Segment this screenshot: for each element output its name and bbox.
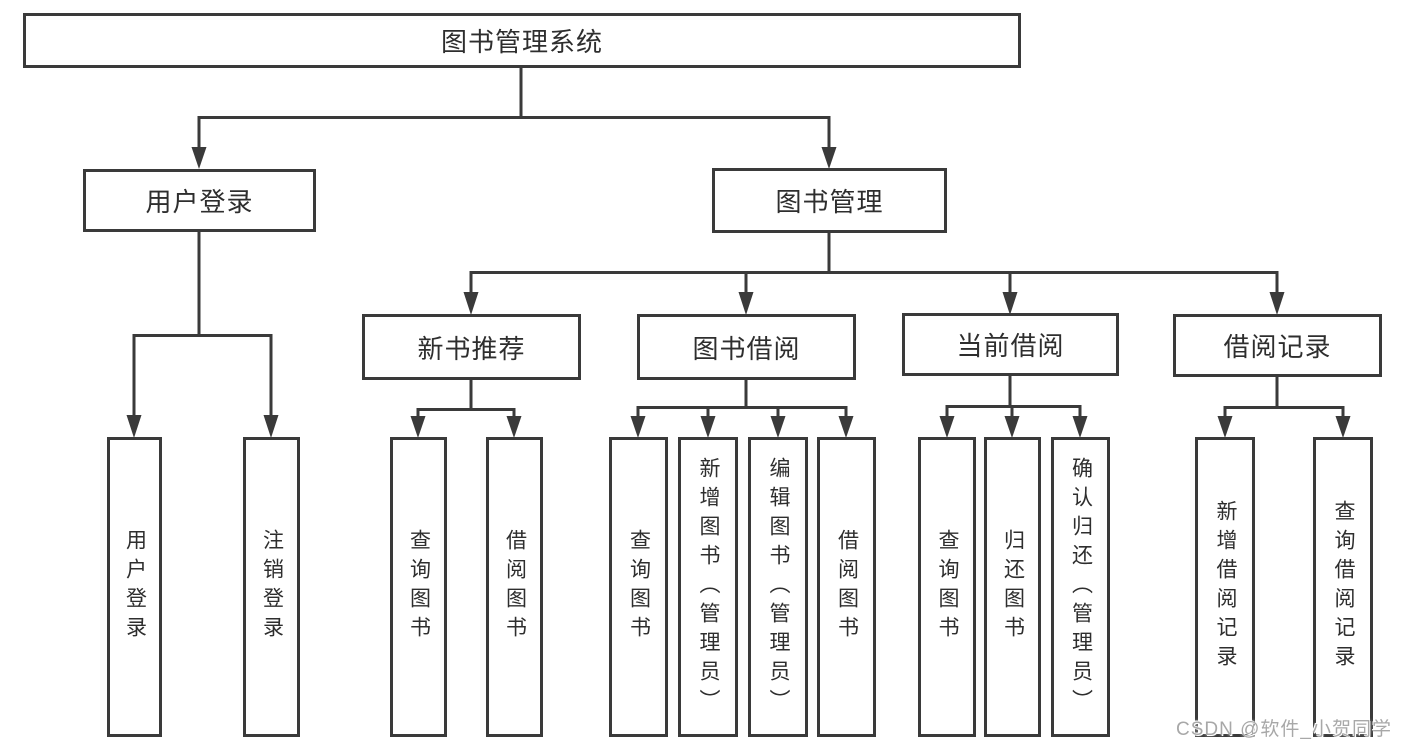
node-user-login: 用户登录 — [83, 169, 316, 232]
leaf-query-borrow-record: 查询借阅记录 — [1313, 437, 1373, 737]
leaf-query-books-recommend-label: 查询图书 — [407, 529, 431, 645]
leaf-query-books-current: 查询图书 — [918, 437, 976, 737]
node-book-management-label: 图书管理 — [775, 187, 884, 217]
leaf-query-borrow-record-label: 查询借阅记录 — [1332, 500, 1356, 674]
connector-root-to-level2 — [191, 68, 837, 169]
node-library-system: 图书管理系统 — [23, 13, 1021, 68]
connector-borrow-records-branch — [1217, 377, 1351, 438]
node-current-borrow-label: 当前借阅 — [956, 331, 1065, 361]
leaf-query-books-recommend: 查询图书 — [390, 437, 447, 737]
leaf-return-books: 归还图书 — [984, 437, 1041, 737]
leaf-edit-book-admin-label: 编辑图书（管理员） — [767, 456, 791, 718]
node-new-book-recommend-label: 新书推荐 — [417, 333, 526, 364]
leaf-logout: 注销登录 — [243, 437, 300, 737]
connector-user-login-branch — [126, 232, 279, 438]
csdn-watermark: CSDN @软件_小贺同学 — [1176, 719, 1392, 740]
leaf-borrow-books: 借阅图书 — [817, 437, 876, 737]
node-book-borrow-label: 图书借阅 — [692, 333, 801, 364]
connector-book-management-branch — [463, 233, 1285, 315]
connector-new-book-branch — [410, 380, 522, 438]
node-library-system-label: 图书管理系统 — [440, 27, 603, 57]
leaf-add-book-admin: 新增图书（管理员） — [678, 437, 738, 737]
leaf-add-book-admin-label: 新增图书（管理员） — [697, 456, 721, 718]
leaf-confirm-return-admin: 确认归还（管理员） — [1051, 437, 1110, 737]
leaf-return-books-label: 归还图书 — [1001, 529, 1025, 645]
leaf-query-books-borrow-label: 查询图书 — [627, 529, 651, 645]
node-book-management: 图书管理 — [712, 168, 947, 233]
node-borrow-records: 借阅记录 — [1173, 314, 1382, 377]
leaf-query-books-current-label: 查询图书 — [936, 529, 960, 645]
leaf-query-books-borrow: 查询图书 — [609, 437, 668, 737]
connector-current-borrow-branch — [939, 376, 1088, 438]
leaf-user-login: 用户登录 — [107, 437, 162, 737]
leaf-user-login-label: 用户登录 — [123, 529, 147, 645]
node-borrow-records-label: 借阅记录 — [1223, 332, 1332, 362]
leaf-borrow-books-recommend: 借阅图书 — [486, 437, 543, 737]
node-user-login-label: 用户登录 — [145, 187, 254, 217]
node-new-book-recommend: 新书推荐 — [362, 314, 581, 380]
leaf-borrow-books-recommend-label: 借阅图书 — [503, 529, 527, 645]
leaf-logout-label: 注销登录 — [260, 529, 284, 645]
node-current-borrow: 当前借阅 — [902, 313, 1119, 376]
leaf-edit-book-admin: 编辑图书（管理员） — [748, 437, 808, 737]
leaf-add-borrow-record: 新增借阅记录 — [1195, 437, 1255, 737]
node-book-borrow: 图书借阅 — [637, 314, 856, 380]
connector-book-borrow-branch — [630, 380, 854, 438]
leaf-add-borrow-record-label: 新增借阅记录 — [1214, 500, 1238, 674]
leaf-borrow-books-label: 借阅图书 — [835, 529, 859, 645]
leaf-confirm-return-admin-label: 确认归还（管理员） — [1069, 456, 1093, 718]
